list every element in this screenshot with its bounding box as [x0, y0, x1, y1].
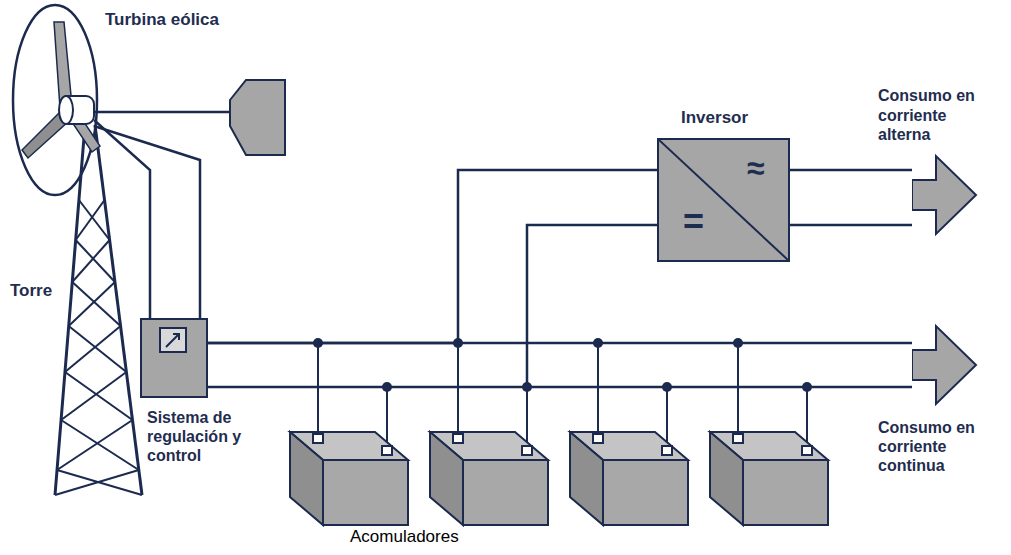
generator-wire — [94, 126, 200, 318]
battery-side — [430, 432, 463, 525]
battery-side — [290, 432, 323, 525]
tower-brace — [65, 326, 121, 372]
output-arrow — [912, 156, 976, 234]
tower-brace — [76, 200, 105, 240]
inverter-diagonal — [659, 140, 788, 260]
battery-terminal — [593, 434, 603, 443]
battery-side — [710, 432, 743, 525]
bus-wire — [790, 169, 912, 172]
arrow-shape — [912, 150, 978, 240]
battery-wire — [737, 343, 739, 434]
battery-front — [463, 460, 548, 525]
junction-dot — [662, 382, 672, 392]
battery-terminal — [662, 446, 672, 455]
ac-symbol: ≈ — [747, 152, 765, 184]
regulator-box: Sistema de regulación y control — [140, 318, 208, 398]
meter-icon — [142, 320, 206, 396]
battery-front — [603, 460, 688, 525]
battery — [290, 343, 408, 525]
inverter-input-wire — [527, 225, 657, 387]
rotor-disc — [13, 5, 97, 195]
generator-wire — [94, 120, 150, 318]
regulator-label: Sistema de regulación y control — [147, 408, 265, 466]
junction-dot — [802, 382, 812, 392]
tower-brace — [65, 372, 133, 420]
inverter-box: Inversor≈= — [657, 138, 790, 262]
diagonal-line — [659, 140, 788, 260]
bus-wire — [208, 170, 657, 343]
junction-dots — [313, 338, 812, 392]
tower-brace — [72, 240, 109, 282]
tower-brace — [79, 200, 110, 240]
battery-terminal — [382, 446, 392, 455]
battery-terminal — [522, 446, 532, 455]
tower-label: Torre — [8, 281, 54, 301]
battery — [430, 343, 548, 525]
batteries-label: Acomuladores — [348, 527, 461, 547]
battery-wire — [597, 343, 599, 434]
battery-wire — [666, 387, 668, 448]
battery-wire — [386, 387, 388, 448]
tower-brace — [76, 240, 115, 282]
ac-load-label: Consumo en corriente alterna — [878, 86, 1002, 144]
battery-front — [323, 460, 408, 525]
dc-output-arrow: Consumo en corriente continua — [912, 320, 978, 410]
battery-terminal — [733, 434, 743, 443]
battery — [570, 343, 688, 525]
ac-output-arrow: Consumo en corriente alterna — [912, 150, 978, 240]
hub — [59, 96, 73, 124]
tower-brace — [61, 372, 126, 420]
tail-vane — [230, 80, 285, 155]
battery-bank — [290, 343, 828, 525]
battery-front — [743, 460, 828, 525]
battery-wire — [317, 343, 319, 434]
tower-brace — [55, 470, 139, 495]
inverter-label: Inversor — [681, 108, 748, 128]
battery — [710, 343, 828, 525]
battery-wire — [806, 387, 808, 448]
junction-dot — [382, 382, 392, 392]
battery-side — [570, 432, 603, 525]
meter-needle — [166, 334, 179, 347]
battery-wire — [526, 387, 528, 448]
battery-terminal — [313, 434, 323, 443]
output-arrow — [912, 326, 976, 404]
tower-brace — [57, 420, 132, 470]
tower-brace — [69, 282, 115, 326]
bus-wire — [208, 342, 912, 345]
rotor — [13, 5, 100, 195]
ac-output-wire — [790, 224, 912, 227]
turbine-label: Turbina eólica — [103, 10, 221, 30]
tail-boom — [94, 111, 232, 114]
tower-brace — [72, 282, 120, 326]
tower-brace — [61, 420, 139, 470]
arrow-shape — [912, 320, 978, 410]
tower-brace — [69, 326, 127, 372]
junction-dot — [522, 382, 532, 392]
nacelle — [60, 96, 94, 124]
battery-terminal — [453, 434, 463, 443]
dc-symbol: = — [683, 204, 704, 240]
dc-load-label: Consumo en corriente continua — [878, 418, 1002, 476]
battery-wire — [457, 343, 459, 434]
meter-frame — [160, 328, 186, 352]
battery-terminal — [802, 446, 812, 455]
